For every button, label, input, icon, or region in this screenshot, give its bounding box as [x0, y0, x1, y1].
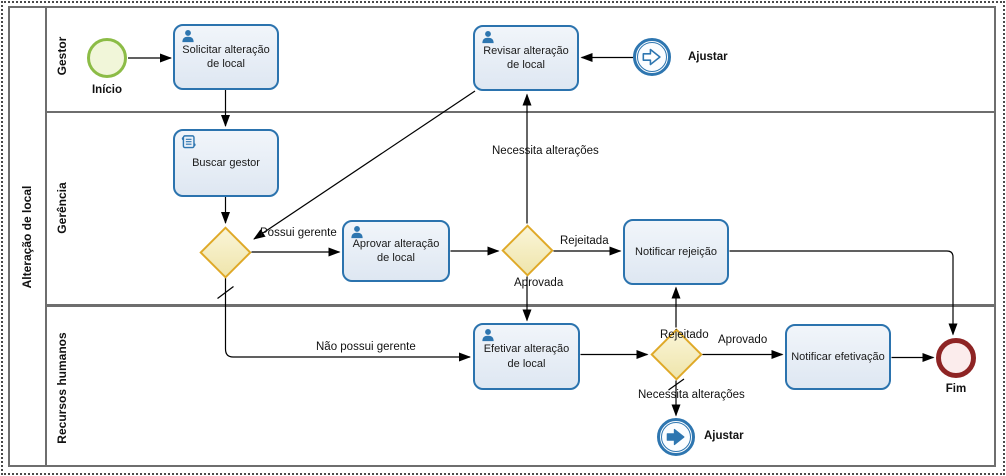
lane-divider-2	[47, 304, 996, 307]
task-solicitar-alteracao-de-local[interactable]: Solicitar alteração de local	[173, 24, 279, 90]
task-buscar-gestor[interactable]: Buscar gestor	[173, 129, 279, 197]
link-catch-event-ajustar[interactable]	[633, 38, 671, 76]
end-event[interactable]	[936, 338, 976, 378]
pool-label: Alteração de local	[20, 185, 34, 289]
user-icon	[480, 30, 496, 45]
task-notificar-efetivacao[interactable]: Notificar efetivação	[785, 324, 891, 390]
link-throw-event-ajustar[interactable]	[657, 418, 695, 456]
task-label: Notificar efetivação	[791, 350, 885, 363]
lane-label-recursos-humanos: Recursos humanos	[55, 332, 69, 444]
edge-label-necessita-alteracoes-sup: Necessita alterações	[492, 145, 599, 157]
script-icon	[180, 134, 196, 149]
lane-divider-1	[47, 111, 996, 113]
task-aprovar-alteracao-de-local[interactable]: Aprovar alteração de local	[342, 220, 450, 282]
edge-label-necessita-alteracoes-inf: Necessita alterações	[638, 389, 745, 401]
task-label: Revisar alteração de local	[483, 44, 569, 71]
task-label: Efetivar alteração de local	[483, 343, 570, 370]
task-label: Notificar rejeição	[635, 245, 717, 258]
start-event[interactable]	[87, 38, 127, 78]
pool-header-divider	[45, 6, 47, 467]
edge-label-rejeitada: Rejeitada	[560, 235, 609, 247]
user-icon	[180, 29, 196, 44]
task-notificar-rejeicao[interactable]: Notificar rejeição	[623, 219, 729, 285]
end-event-label: Fim	[945, 383, 967, 395]
user-icon	[349, 225, 365, 240]
task-label: Solicitar alteração de local	[182, 43, 270, 70]
edge-label-nao-possui-gerente: Não possui gerente	[316, 341, 416, 353]
user-icon	[480, 328, 496, 343]
lane-label-gestor: Gestor	[55, 36, 69, 76]
task-label: Aprovar alteração de local	[352, 237, 440, 264]
pool-alteracao-de-local[interactable]	[8, 6, 996, 467]
link-catch-event-label: Ajustar	[688, 51, 728, 63]
start-event-label: Início	[91, 84, 123, 96]
edge-label-possui-gerente: Possui gerente	[260, 227, 337, 239]
edge-label-aprovada: Aprovada	[514, 277, 564, 289]
task-label: Buscar gestor	[192, 156, 260, 169]
edge-label-aprovado: Aprovado	[718, 334, 768, 346]
edge-label-rejeitado: Rejeitado	[660, 329, 709, 341]
link-arrow-filled-icon	[661, 422, 691, 452]
task-efetivar-alteracao-de-local[interactable]: Efetivar alteração de local	[473, 323, 580, 390]
link-throw-event-label: Ajustar	[704, 430, 744, 442]
lane-label-gerencia: Gerência	[55, 182, 69, 234]
link-arrow-outline-icon	[637, 42, 667, 72]
task-revisar-alteracao-de-local[interactable]: Revisar alteração de local	[473, 25, 579, 91]
